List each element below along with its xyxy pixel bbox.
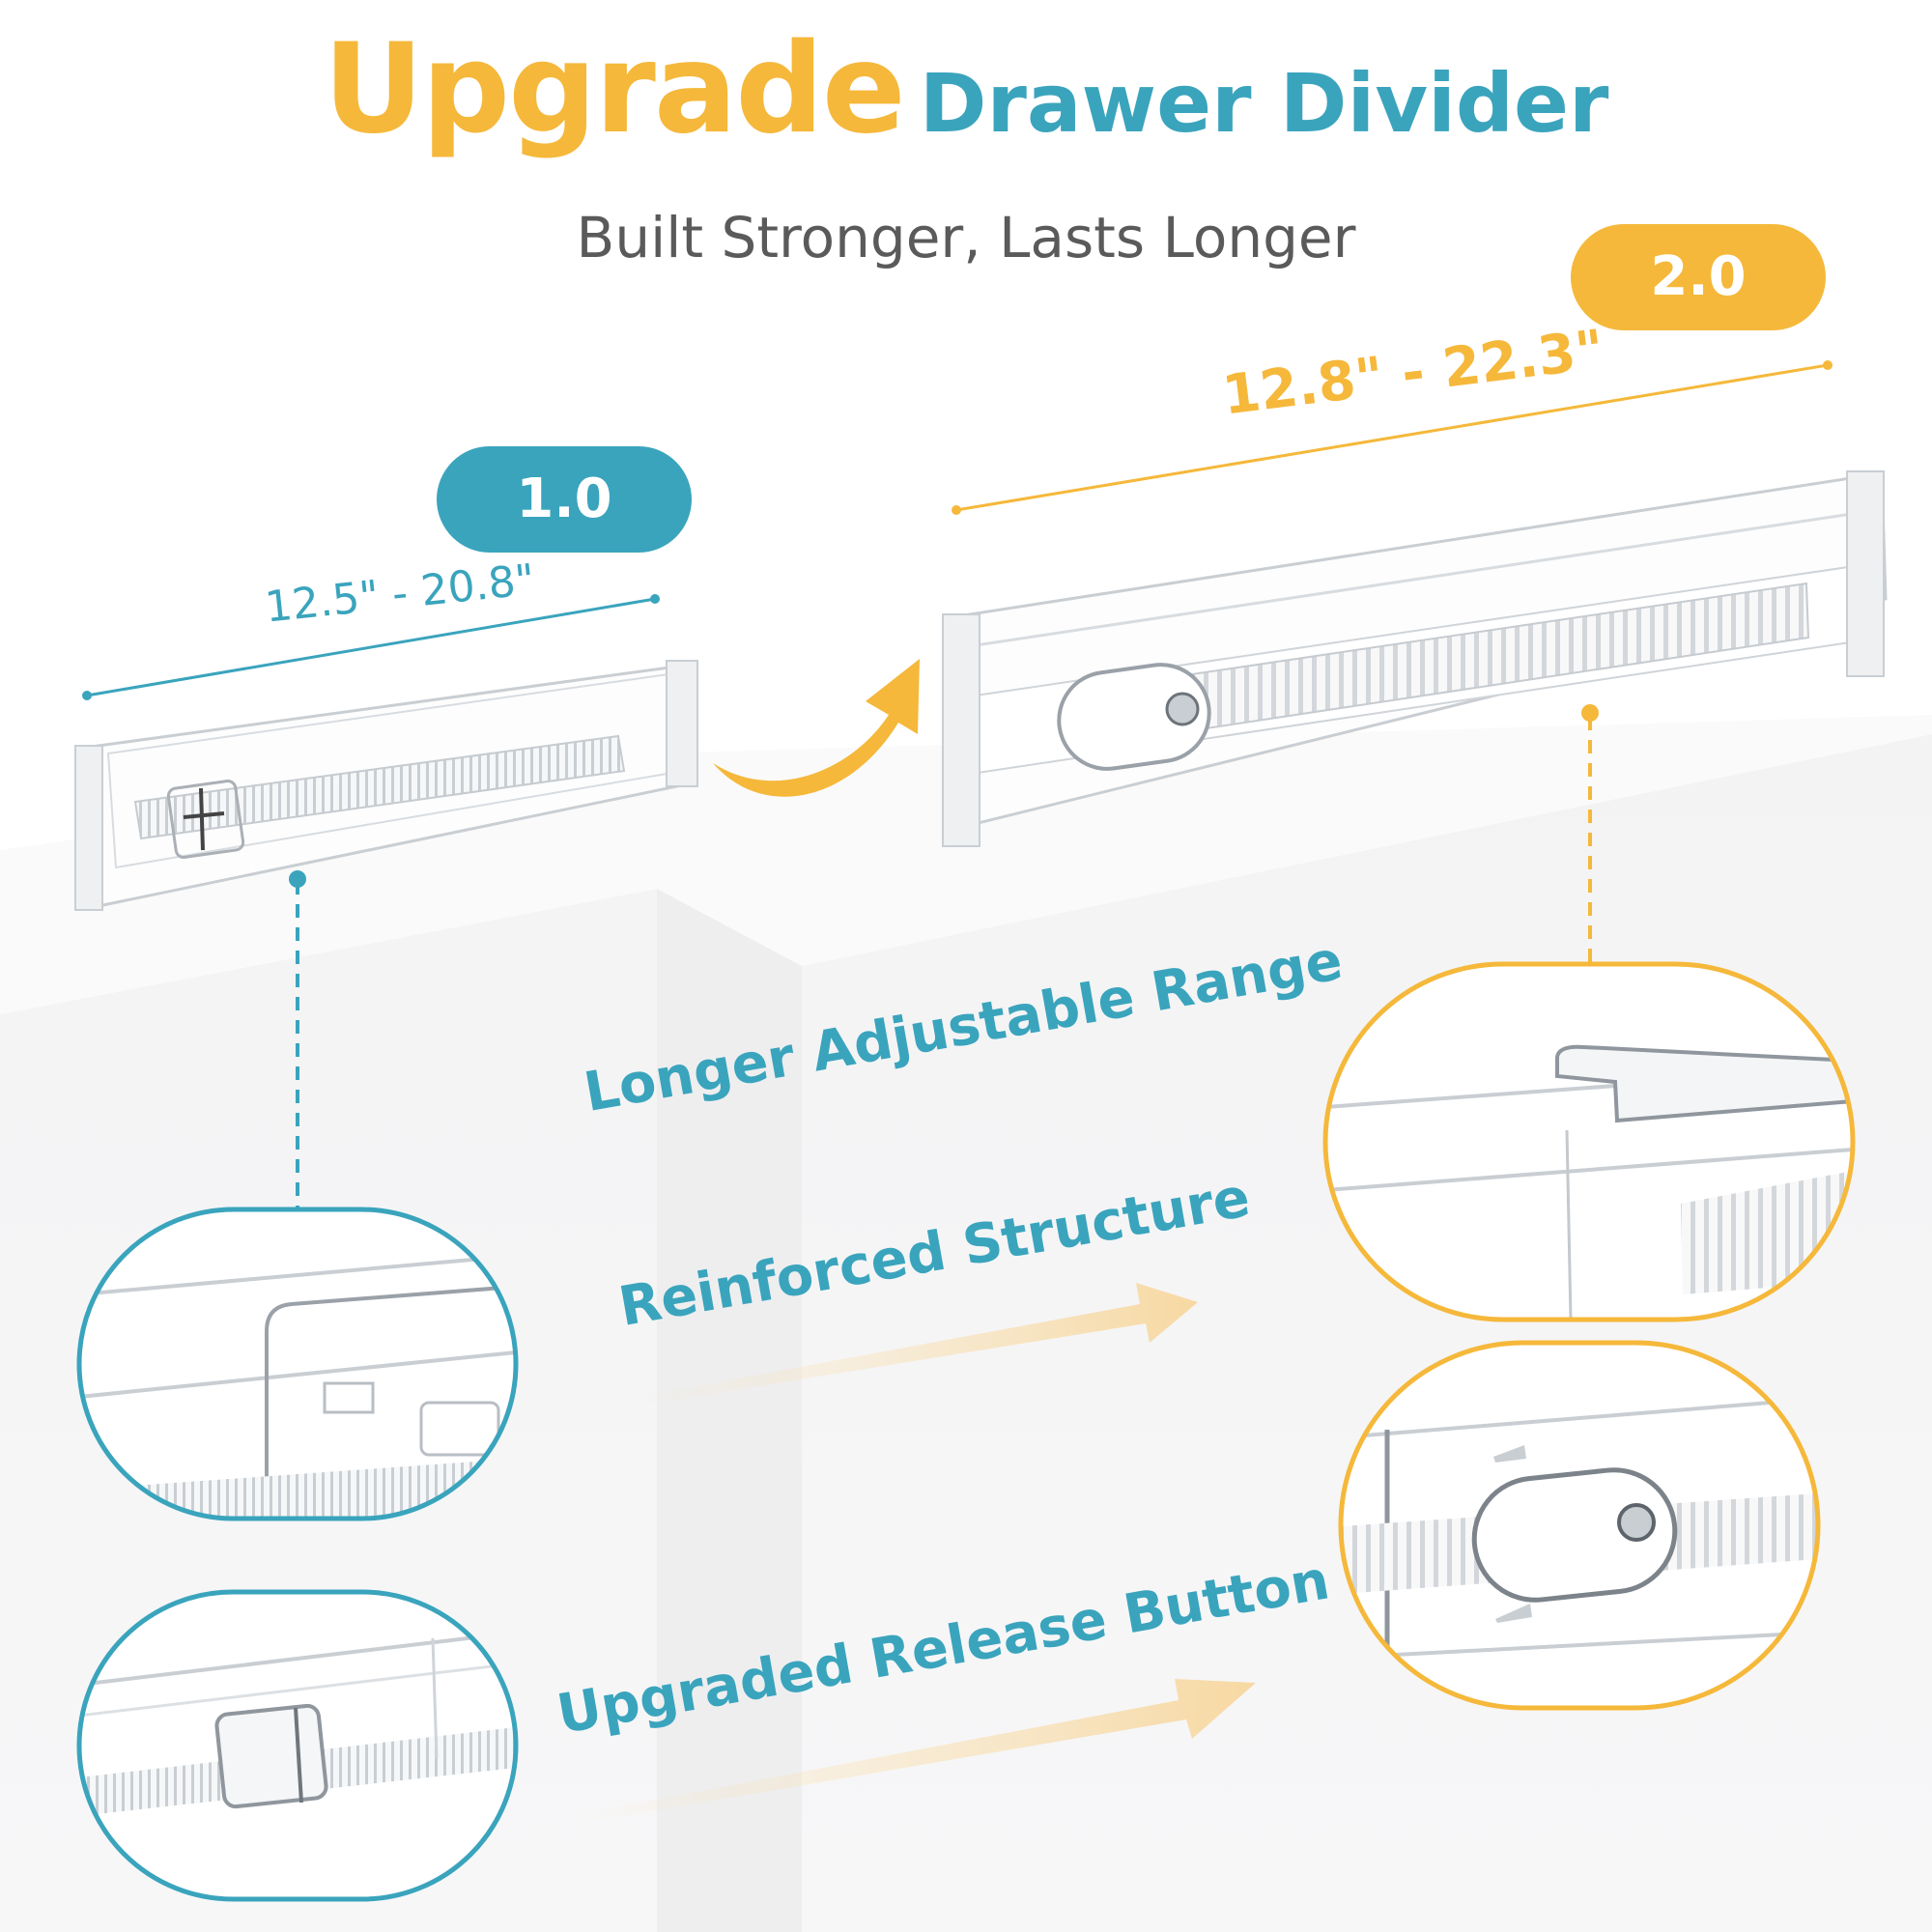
page-subtitle: Built Stronger, Lasts Longer: [576, 205, 1356, 270]
version-badge-v1: 1.0: [437, 446, 692, 553]
title-rest: Drawer Divider: [919, 56, 1609, 151]
zoom-bubble-v2-button: [1338, 1340, 1821, 1711]
divider-v2: [942, 360, 1888, 980]
zoom-bubble-v1-structure: [76, 1207, 519, 1521]
title-highlight: Upgrade: [323, 17, 906, 161]
chevron-right-arrow-icon: [570, 1679, 1256, 1824]
chevron-right-arrow-icon: [628, 1283, 1198, 1406]
zoom-bubble-v1-button: [76, 1589, 519, 1902]
wall-corner: [657, 889, 802, 1932]
version-badge-v2: 2.0: [1571, 224, 1826, 330]
divider-v1: [74, 594, 698, 1217]
zoom-bubble-v2-structure: [1322, 961, 1856, 1322]
